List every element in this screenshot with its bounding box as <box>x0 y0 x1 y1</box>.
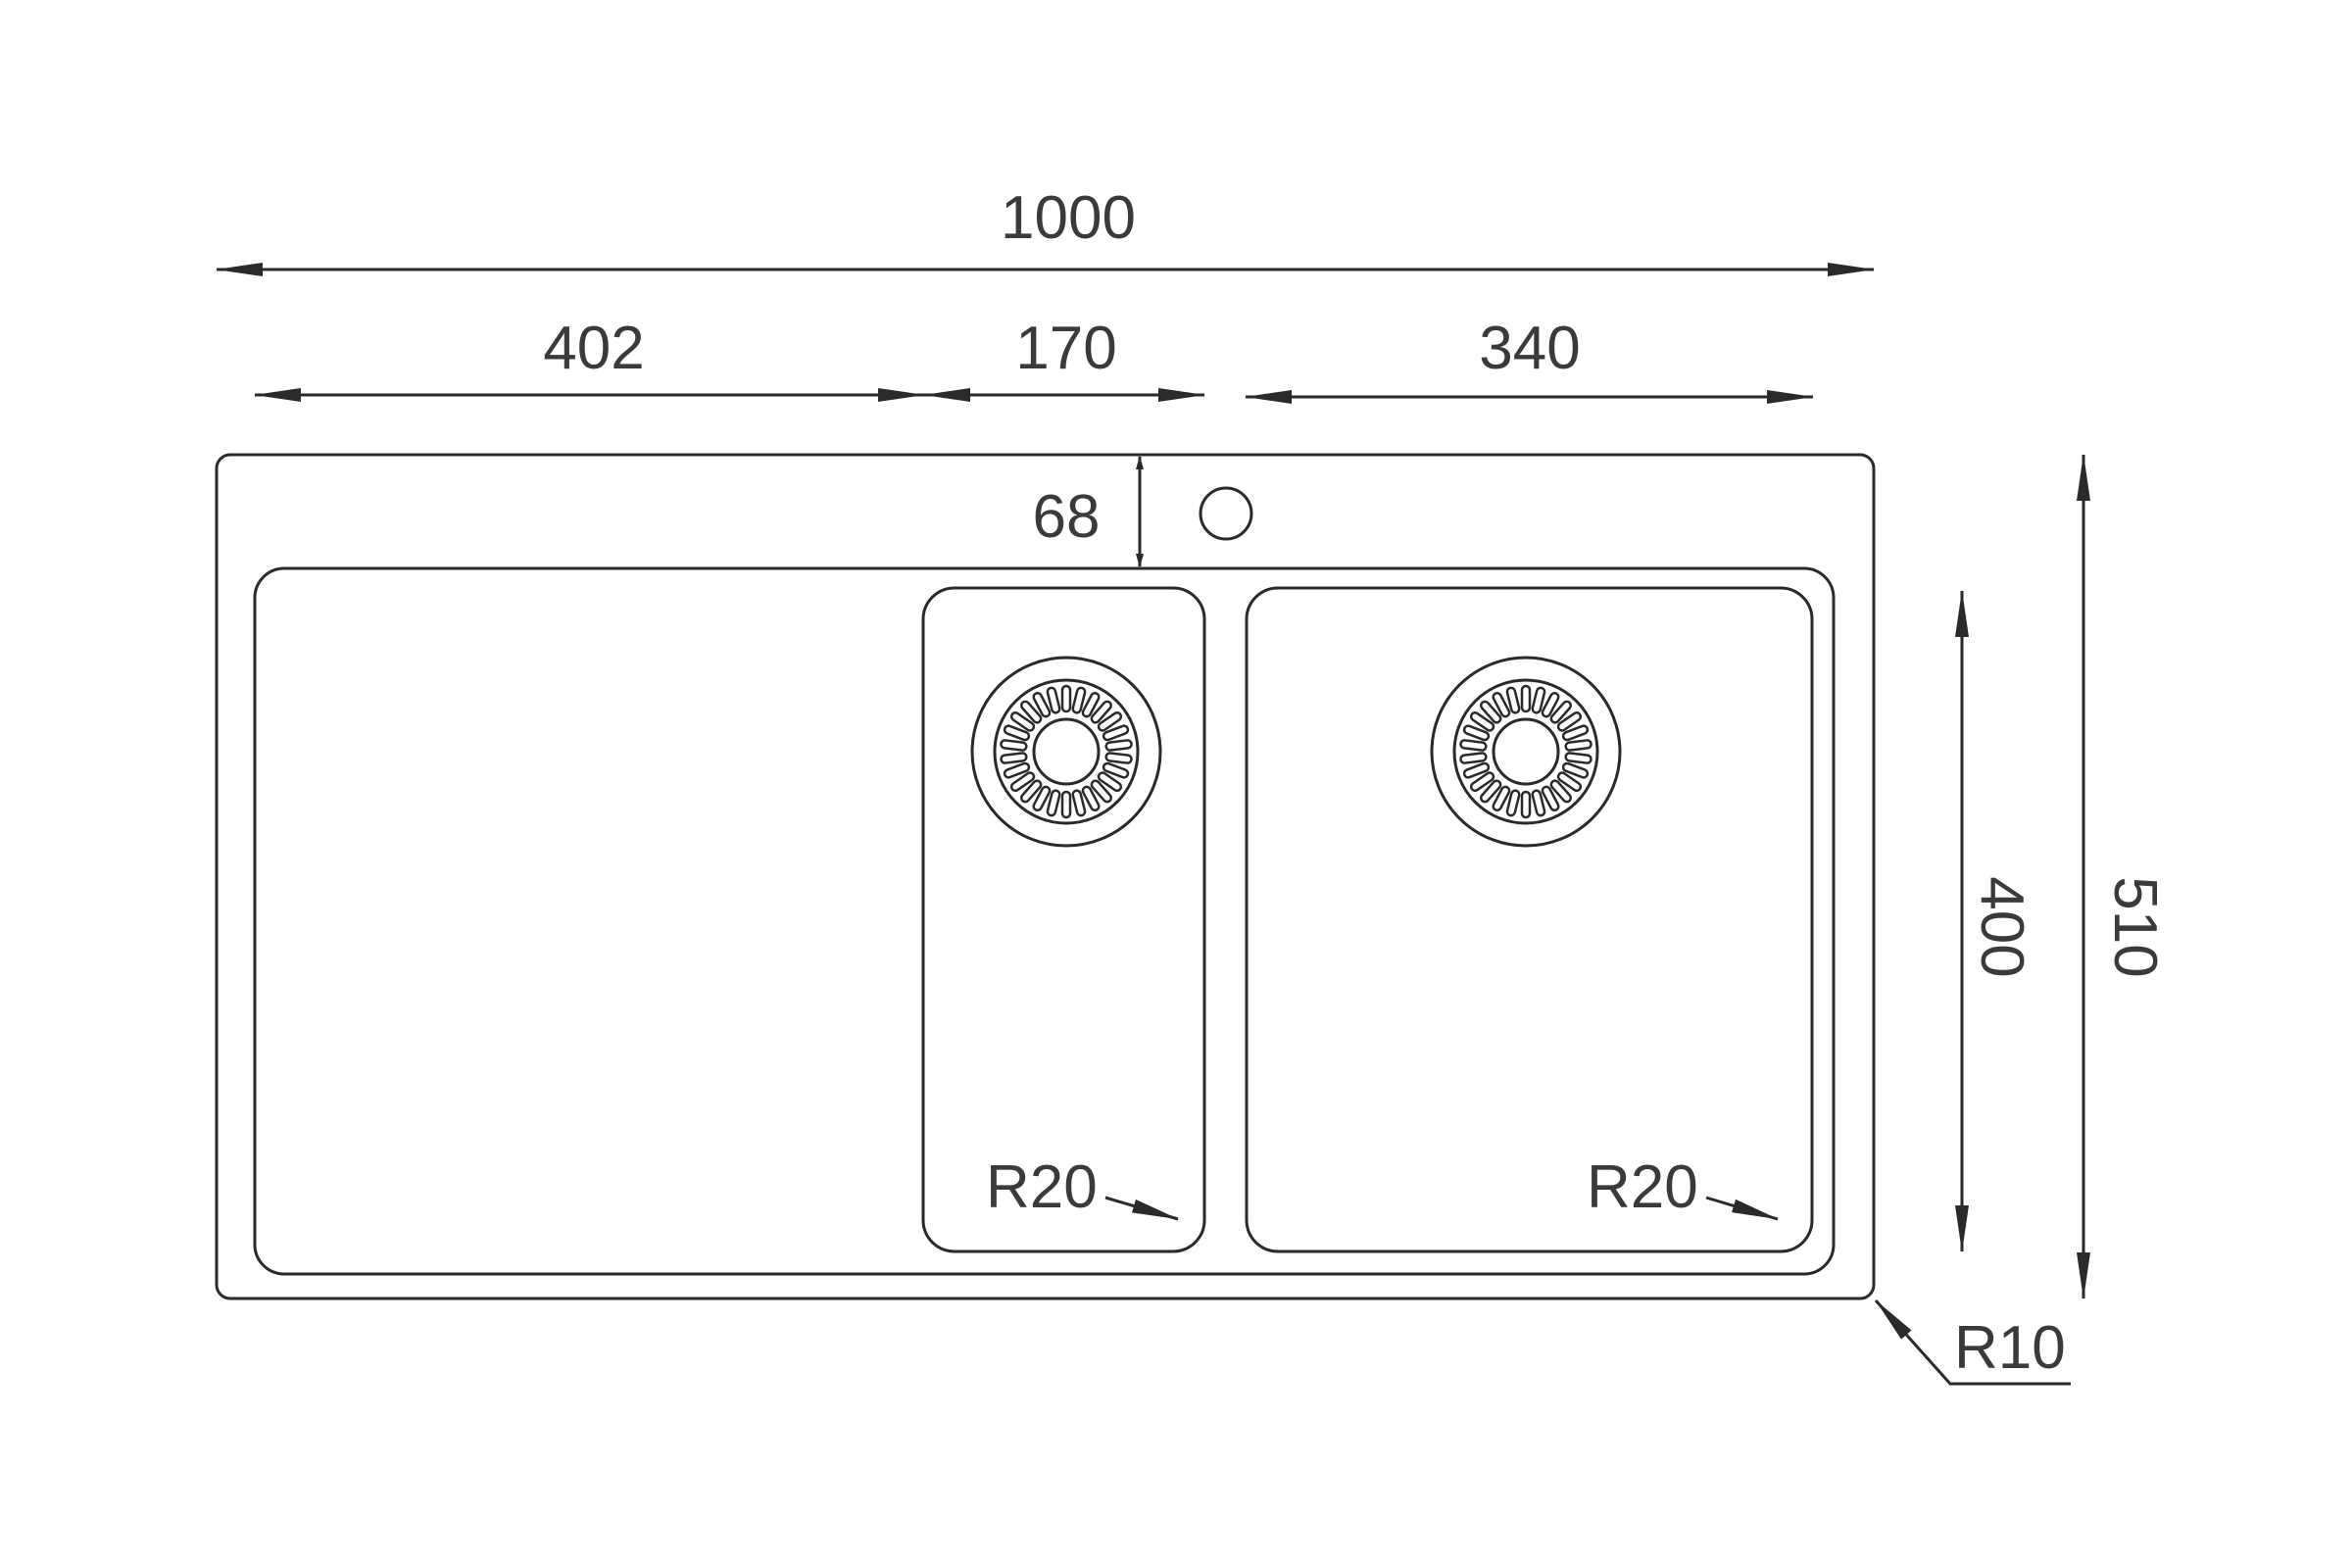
strainer-slot <box>1459 752 1488 764</box>
bowl-length-label: 400 <box>1968 876 2035 977</box>
strainer-slot <box>1561 724 1590 742</box>
strainer-slot <box>1081 785 1101 812</box>
corner-radius-label: R10 <box>1954 1314 2066 1382</box>
strainer-slot <box>1505 686 1521 714</box>
strainer-slot <box>1104 739 1133 752</box>
strainer-slot <box>1097 771 1123 793</box>
strainer-inner-ring <box>1452 678 1599 825</box>
strainer-slot <box>1046 686 1061 714</box>
strainer-slot <box>1531 686 1546 714</box>
strainer-slot <box>1531 789 1546 817</box>
strainer-center <box>1032 717 1101 786</box>
small-bowl <box>921 586 1206 1253</box>
strainer-slot <box>1032 785 1052 812</box>
strainer-slot <box>1556 771 1583 793</box>
strainer-slot <box>1000 739 1028 752</box>
small-bowl-radius-leader <box>1104 1196 1179 1221</box>
strainer-slot <box>1520 684 1532 713</box>
strainer-slot <box>1090 700 1113 724</box>
large-bowl-radius-leader <box>1705 1196 1779 1221</box>
small-bowl-width-label: 170 <box>1015 315 1116 382</box>
strainer-slot <box>1549 700 1573 724</box>
strainer-slot <box>1060 684 1072 713</box>
strainer-slot <box>1081 691 1101 718</box>
strainer-slot <box>1071 686 1087 714</box>
strainer-slot <box>1003 724 1031 742</box>
strainer-inner-ring <box>993 678 1140 825</box>
strainer-slot <box>1009 710 1036 732</box>
strainer-center <box>1492 717 1560 786</box>
overall-depth-label: 510 <box>2101 876 2169 977</box>
strainer-slot <box>1090 779 1113 804</box>
large-bowl-width-label: 340 <box>1479 315 1580 382</box>
strainer-slot <box>1009 771 1036 793</box>
strainer-slot <box>1541 785 1560 812</box>
tap-hole <box>1199 486 1253 541</box>
strainer-outer-ring <box>970 656 1162 848</box>
strainer-slot <box>1492 785 1511 812</box>
sink-inner-rim <box>253 566 1836 1276</box>
strainer-slot <box>1032 691 1052 718</box>
strainer-slot <box>1564 752 1592 764</box>
strainer-slot <box>1459 739 1488 752</box>
large-bowl-radius-label: R20 <box>1587 1153 1698 1221</box>
strainer-slot <box>1556 710 1583 732</box>
strainer-slot <box>1102 724 1130 742</box>
strainer-slot <box>1479 779 1502 804</box>
strainer-slot <box>1564 739 1592 752</box>
strainer-slot <box>1046 789 1061 817</box>
strainer-slot <box>1469 771 1495 793</box>
small-bowl-radius-label: R20 <box>986 1153 1098 1221</box>
corner-radius-leader <box>1874 1299 2071 1386</box>
sink-outer-outline <box>215 453 1876 1300</box>
strainer-slot <box>1520 790 1532 819</box>
tap-hole-offset-label: 68 <box>1033 483 1101 551</box>
strainer-slot <box>1561 761 1590 779</box>
strainer-slot <box>1071 789 1087 817</box>
overall-width-label: 1000 <box>1001 184 1136 252</box>
strainer-slot <box>1479 700 1502 724</box>
strainer-slot <box>1549 779 1573 804</box>
strainer-outer-ring <box>1430 656 1622 848</box>
strainer-slot <box>1505 789 1521 817</box>
strainer-slot <box>1541 691 1560 718</box>
small-bowl-drain-strainer <box>970 656 1162 848</box>
strainer-slot <box>1102 761 1130 779</box>
strainer-slot <box>1462 761 1491 779</box>
strainer-slot <box>1462 724 1491 742</box>
strainer-slot <box>1097 710 1123 732</box>
large-bowl <box>1245 586 1814 1253</box>
strainer-slot <box>1060 790 1072 819</box>
strainer-slot <box>1469 710 1495 732</box>
strainer-slot <box>1104 752 1133 764</box>
strainer-slot <box>1003 761 1031 779</box>
strainer-slot <box>1019 700 1043 724</box>
drainer-width-label: 402 <box>543 315 644 382</box>
large-bowl-drain-strainer <box>1430 656 1622 848</box>
strainer-slot <box>1000 752 1028 764</box>
strainer-slot <box>1492 691 1511 718</box>
strainer-slot <box>1019 779 1043 804</box>
